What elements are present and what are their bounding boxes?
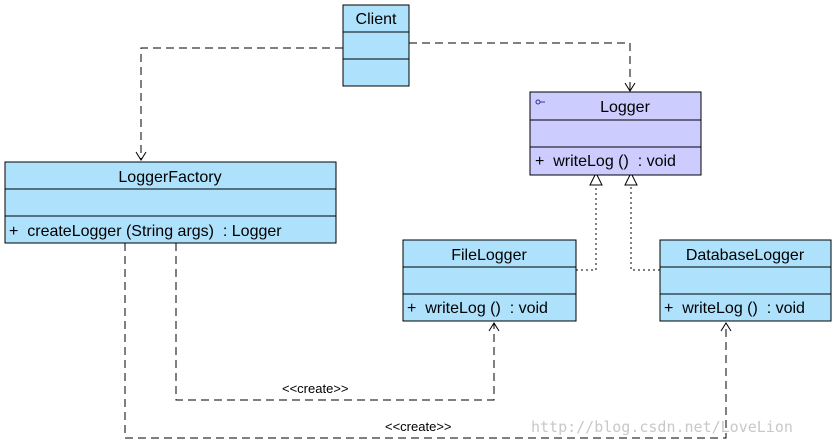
class-file-logger-name: FileLogger bbox=[451, 247, 527, 264]
interface-logger-operation: + writeLog () : void bbox=[535, 153, 676, 170]
interface-logger-name: Logger bbox=[600, 99, 650, 116]
class-client-box bbox=[342, 4, 410, 87]
realization-database-logger bbox=[624, 171, 660, 271]
create-label-database: <<create>> bbox=[385, 419, 452, 434]
class-logger-factory-name: LoggerFactory bbox=[118, 169, 221, 186]
interface-logger-box bbox=[529, 91, 702, 176]
class-database-logger-name: DatabaseLogger bbox=[686, 247, 805, 264]
class-client-name: Client bbox=[356, 11, 397, 28]
interface-logger[interactable]: Logger + writeLog () : void bbox=[529, 91, 702, 176]
class-file-logger-operation: + writeLog () : void bbox=[407, 300, 548, 317]
interface-icon bbox=[535, 99, 545, 105]
create-database-logger-line bbox=[124, 243, 732, 439]
class-database-logger-operation: + writeLog () : void bbox=[664, 300, 805, 317]
class-client[interactable]: Client bbox=[342, 4, 410, 87]
dependency-client-logger bbox=[409, 42, 636, 92]
class-file-logger-box bbox=[402, 239, 577, 322]
class-logger-factory-operation: + createLogger (String args) : Logger bbox=[9, 223, 282, 240]
class-logger-factory-box bbox=[4, 161, 337, 244]
watermark-text: http://blog.csdn.net/LoveLion bbox=[531, 418, 793, 436]
dependency-client-factory bbox=[135, 47, 343, 161]
class-database-logger[interactable]: DatabaseLogger + writeLog () : void bbox=[659, 239, 832, 322]
class-database-logger-box bbox=[659, 239, 832, 322]
class-logger-factory[interactable]: LoggerFactory + createLogger (String arg… bbox=[4, 161, 337, 244]
create-label-file: <<create>> bbox=[282, 381, 349, 396]
class-file-logger[interactable]: FileLogger + writeLog () : void bbox=[402, 239, 577, 322]
create-file-logger-line bbox=[175, 243, 500, 401]
realization-file-logger bbox=[576, 171, 603, 271]
